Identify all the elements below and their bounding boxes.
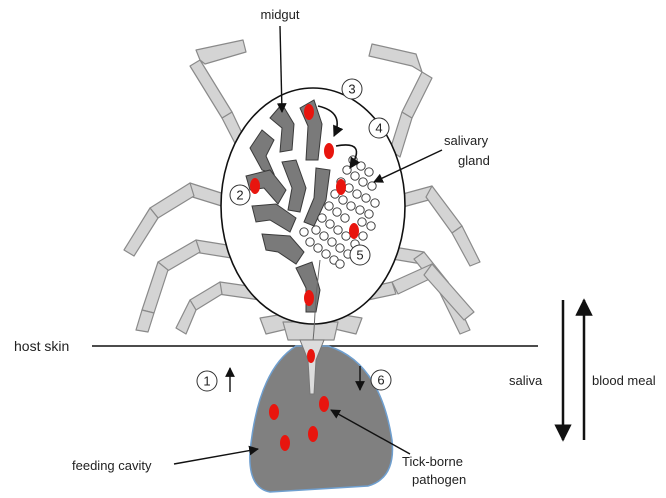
pathogen-entering [307,349,315,363]
salivary-label-line2: gland [458,153,490,168]
svg-text:3: 3 [348,82,355,97]
saliva-label: saliva [509,373,543,388]
svg-text:4: 4 [375,121,382,136]
midgut-label: midgut [260,7,299,22]
svg-text:1: 1 [203,374,210,389]
salivary-label-line1: salivary [444,133,489,148]
svg-text:5: 5 [356,248,363,263]
pathogen-label-line2: pathogen [412,472,466,487]
step-marker-2: 2 [230,185,250,205]
blood-meal-label: blood meal [592,373,656,388]
svg-text:6: 6 [377,373,384,388]
feeding-cavity [250,346,393,492]
step-marker-1: 1 [197,371,217,391]
step-marker-3: 3 [342,79,362,99]
feeding-cavity-label: feeding cavity [72,458,152,473]
feeding-cavity-pointer [174,449,258,464]
pathogen-label-line1: Tick-borne [402,454,463,469]
step-marker-6: 6 [371,370,391,390]
host-skin-label: host skin [14,338,69,354]
step-marker-5: 5 [350,245,370,265]
svg-text:2: 2 [236,188,243,203]
step-marker-4: 4 [369,118,389,138]
